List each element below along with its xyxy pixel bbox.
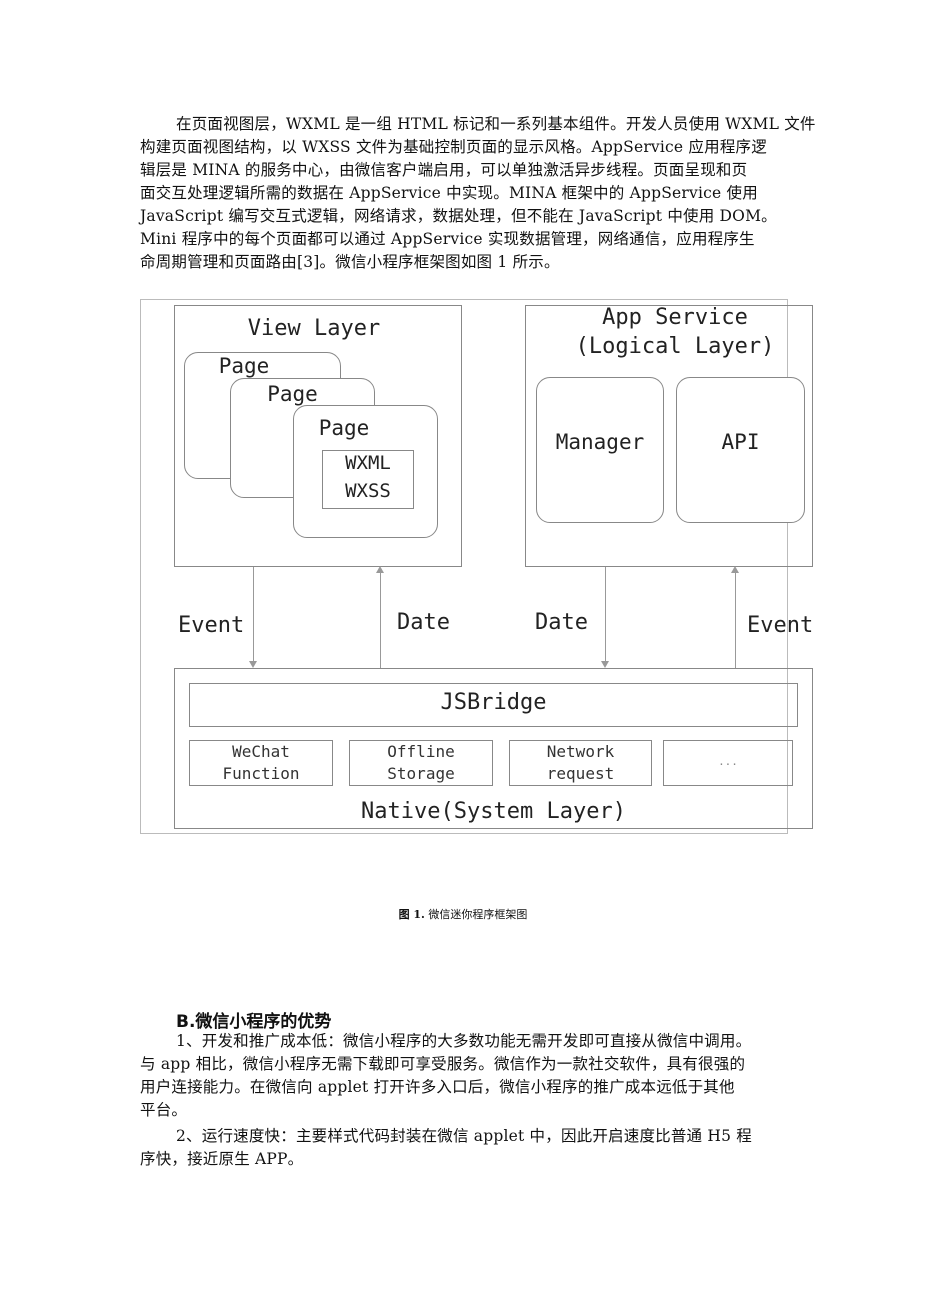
- paragraph-line: 构建页面视图结构，以 WXSS 文件为基础控制页面的显示风格。AppServic…: [140, 138, 767, 156]
- arrow-line: [735, 573, 736, 668]
- paragraph-line: 在页面视图层，WXML 是一组 HTML 标记和一系列基本组件。开发人员使用 W…: [176, 115, 816, 133]
- event-label: Event: [747, 613, 814, 638]
- paragraph-line: 命周期管理和页面路由[3]。微信小程序框架图如图 1 所示。: [140, 253, 560, 271]
- module-label: Function: [222, 764, 300, 783]
- event-label: Event: [178, 613, 245, 638]
- paragraph-line: 面交互处理逻辑所需的数据在 AppService 中实现。MINA 框架中的 A…: [140, 184, 758, 202]
- page-label: Page: [267, 382, 318, 406]
- module-label: Network: [546, 742, 615, 761]
- view-layer-label: View Layer: [247, 316, 381, 341]
- paragraph-line: Mini 程序中的每个页面都可以通过 AppService 实现数据管理，网络通…: [140, 230, 755, 248]
- logical-layer-label: (Logical Layer): [575, 334, 775, 359]
- paragraph-line: 与 app 相比，微信小程序无需下载即可享受服务。微信作为一款社交软件，具有很强…: [140, 1055, 746, 1073]
- api-label: API: [721, 430, 760, 454]
- arrow-down-icon: [249, 661, 257, 668]
- manager-label: Manager: [555, 430, 645, 454]
- module-label: request: [546, 764, 615, 783]
- module-label: Offline: [387, 742, 455, 761]
- app-service-label: App Service: [602, 305, 748, 330]
- manager-box: [536, 377, 664, 523]
- section-heading: B.微信小程序的优势: [176, 1012, 332, 1032]
- arrow-line: [380, 573, 381, 668]
- paragraph-line: JavaScript 编写交互式逻辑，网络请求，数据处理，但不能在 JavaSc…: [140, 207, 777, 225]
- page-label: Page: [318, 416, 370, 440]
- module-label: Storage: [387, 764, 455, 783]
- module-box: [509, 740, 652, 786]
- paragraph-line: 辑层是 MINA 的服务中心，由微信客户端启用，可以单独激活异步线程。页面呈现和…: [140, 161, 748, 179]
- arrow-line: [253, 567, 254, 661]
- paragraph-line: 平台。: [140, 1101, 188, 1119]
- module-label: ...: [718, 755, 738, 768]
- native-box: [174, 668, 813, 829]
- paragraph-line: 1、开发和推广成本低：微信小程序的大多数功能无需开发即可直接从微信中调用。: [176, 1032, 752, 1050]
- wxss-label: WXSS: [345, 480, 391, 502]
- app-service-box: [525, 305, 813, 567]
- module-box: [349, 740, 493, 786]
- jsbridge-label: JSBridge: [440, 690, 547, 715]
- page-label: Page: [218, 354, 270, 378]
- arrow-down-icon: [601, 661, 609, 668]
- figure-caption: 图 1. 微信迷你程序框架图: [0, 906, 926, 922]
- native-label: Native(System Layer): [361, 799, 626, 824]
- date-label: Date: [397, 610, 450, 635]
- paragraph-line: 序快，接近原生 APP。: [140, 1150, 304, 1168]
- jsbridge-box: [189, 683, 798, 727]
- caption-text: 微信迷你程序框架图: [428, 908, 528, 921]
- caption-label: 图 1.: [398, 908, 425, 921]
- paragraph-line: 2、运行速度快：主要样式代码封装在微信 applet 中，因此开启速度比普通 H…: [176, 1127, 752, 1145]
- module-label: WeChat: [232, 742, 290, 761]
- view-layer-box: [174, 305, 462, 567]
- paragraph-line: 用户连接能力。在微信向 applet 打开许多入口后，微信小程序的推广成本远低于…: [140, 1078, 735, 1096]
- arrow-up-icon: [731, 566, 739, 573]
- api-box: [676, 377, 805, 523]
- arrow-up-icon: [376, 566, 384, 573]
- module-box: [663, 740, 793, 786]
- wxml-wxss-box: [322, 450, 414, 509]
- date-label: Date: [535, 610, 588, 635]
- wxml-label: WXML: [345, 452, 391, 474]
- module-box: [189, 740, 333, 786]
- arrow-line: [605, 567, 606, 661]
